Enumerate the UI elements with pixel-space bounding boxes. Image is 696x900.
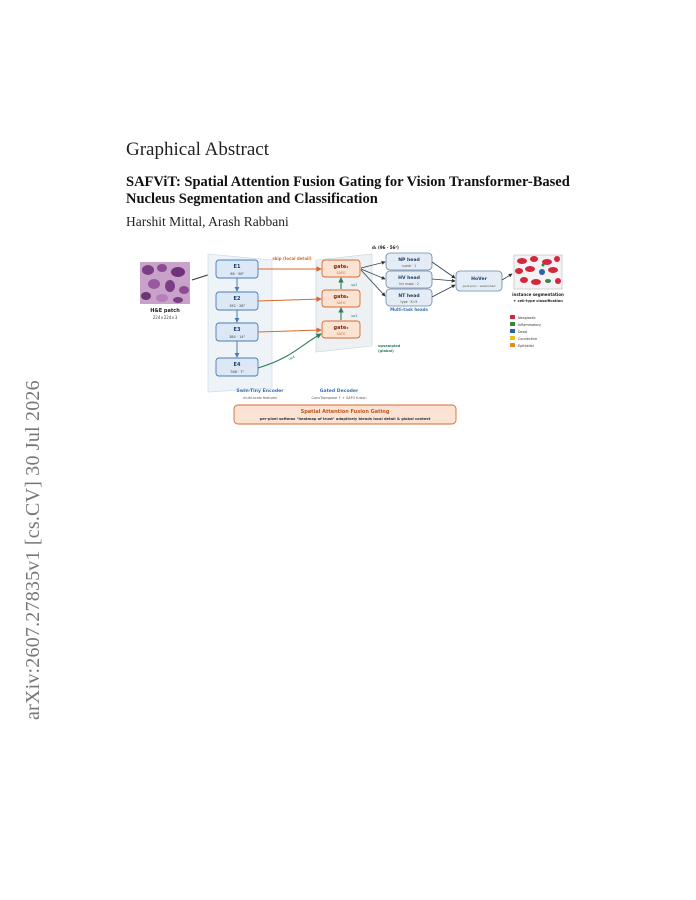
upsampled-label: upsampled [378, 344, 401, 348]
input-size: 224×224×3 [153, 315, 178, 320]
e4-arrow-label: up4 [288, 355, 295, 361]
legend-label-inflammatory: Inflammatory [518, 323, 541, 327]
nt-to-hover-arrow [431, 284, 456, 298]
skip-label: skip (local detail) [272, 256, 311, 261]
legend: Neoplastic Inflammatory Dead Connective … [510, 315, 541, 348]
legend-label-neoplastic: Neoplastic [518, 316, 536, 320]
safg-title: Spatial Attention Fusion Gating [301, 409, 390, 415]
e4-upsample-arrow [257, 333, 322, 369]
paper-title: SAFViT: Spatial Attention Fusion Gating … [126, 174, 570, 207]
legend-swatch-inflammatory [510, 322, 515, 326]
encoder-block-e4: E4 768 · 7² [215, 357, 259, 377]
svg-text:384 · 14²: 384 · 14² [229, 335, 245, 339]
np-head: NP head nuclei · 1 [385, 252, 433, 271]
svg-text:E4: E4 [234, 362, 241, 368]
svg-text:h/v maps · 2: h/v maps · 2 [399, 282, 419, 286]
svg-text:768 · 7²: 768 · 7² [230, 370, 244, 374]
hover-postprocessing: HoVer post-proc · watershed [455, 270, 503, 292]
svg-text:gate₃: gate₃ [334, 325, 349, 331]
svg-text:E3: E3 [234, 327, 241, 333]
hv-to-hover-arrow [431, 278, 456, 283]
encoder-block-e3: E3 384 · 14² [215, 322, 259, 342]
decoder-subtitle: ConvTranspose ↑ + SAFG fusion [311, 396, 366, 400]
decoder-output-dims: d₁ (96 · 56²) [372, 245, 399, 250]
np-to-hover-arrow [431, 261, 456, 279]
svg-text:NT head: NT head [398, 293, 419, 299]
legend-swatch-neoplastic [510, 315, 515, 319]
encoder-block-e2: E2 192 · 28² [215, 291, 259, 311]
safg-description: per-pixel softmax "heatmap of trust" ada… [260, 417, 431, 421]
svg-text:gate₁: gate₁ [334, 264, 349, 270]
output-label-2: + cell-type classification [513, 299, 563, 303]
svg-text:nuclei · 1: nuclei · 1 [402, 264, 417, 268]
arrow-to-nt [360, 269, 386, 297]
encoder-title: Swin-Tiny Encoder [236, 388, 284, 394]
arrow-to-hv [360, 268, 386, 280]
encoder-block-e1: E1 96 · 56² [215, 259, 259, 279]
upsampled-global-label: (global) [378, 349, 394, 353]
architecture-diagram: H&E patch 224×224×3 E1 96 · 56² E2 192 ·… [140, 245, 564, 425]
nt-head: NT head type · K=5 [385, 288, 433, 307]
legend-swatch-epithelial [510, 343, 515, 347]
svg-text:SAFG: SAFG [336, 301, 345, 305]
gate-3: gate₃ SAFG [321, 320, 361, 339]
svg-text:HoVer: HoVer [471, 276, 487, 282]
skip-arrow-e3 [257, 327, 322, 333]
he-patch-image [140, 262, 190, 304]
legend-swatch-dead [510, 329, 515, 333]
gate-1: gate₁ SAFG [321, 259, 361, 278]
encoder-subtitle: multi-scale features [243, 396, 277, 400]
safg-banner: Spatial Attention Fusion Gating per-pixe… [233, 404, 457, 425]
legend-swatch-connective [510, 336, 515, 340]
svg-text:NP head: NP head [398, 257, 420, 263]
arrow-to-np [360, 260, 386, 269]
decoder-title: Gated Decoder [320, 388, 359, 394]
svg-text:post-proc · watershed: post-proc · watershed [463, 284, 496, 288]
svg-text:SAFG: SAFG [336, 332, 345, 336]
paper-authors: Harshit Mittal, Arash Rabbani [126, 214, 289, 229]
legend-label-dead: Dead [518, 330, 527, 334]
svg-text:E2: E2 [234, 296, 241, 302]
legend-label-epithelial: Epithelial [518, 344, 534, 348]
arxiv-identifier: arXiv:2607.27835v1 [cs.CV] 30 Jul 2026 [22, 380, 44, 720]
hover-to-output-arrow [501, 273, 513, 281]
legend-label-connective: Connective [518, 337, 537, 341]
segmentation-output-image [513, 254, 563, 290]
heads-title: Multi-task heads [390, 307, 428, 312]
svg-text:gate₂: gate₂ [334, 294, 349, 300]
graphical-abstract-heading: Graphical Abstract [126, 139, 269, 160]
svg-text:HV head: HV head [398, 275, 420, 281]
up-label-3: up3 [351, 314, 357, 318]
graphical-abstract-figure: H&E patch 224×224×3 E1 96 · 56² E2 192 ·… [132, 240, 568, 432]
svg-text:SAFG: SAFG [336, 271, 345, 275]
input-label: H&E patch [150, 308, 180, 314]
output-label-1: instance segmentation [512, 292, 564, 297]
svg-text:type · K=5: type · K=5 [401, 300, 418, 304]
gate-2: gate₂ SAFG [321, 289, 361, 308]
svg-text:192 · 28²: 192 · 28² [229, 304, 245, 308]
svg-text:E1: E1 [234, 264, 241, 270]
svg-text:96 · 56²: 96 · 56² [230, 272, 244, 276]
skip-arrow-e2 [257, 296, 322, 302]
hv-head: HV head h/v maps · 2 [385, 270, 433, 289]
up-label-2: up2 [351, 283, 357, 287]
